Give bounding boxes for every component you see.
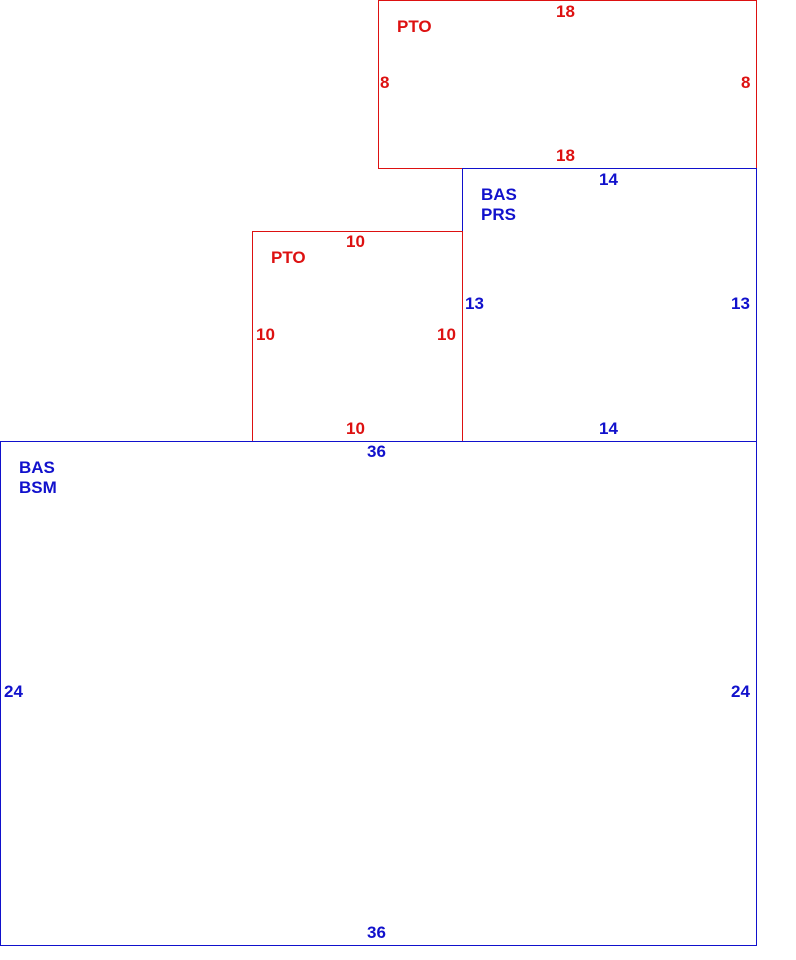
bas-bsm-bottom-dimension: 36 <box>367 923 386 942</box>
pto-upper-right-dimension: 8 <box>741 73 751 92</box>
pto-upper-outline <box>378 0 757 169</box>
bas-prs-bottom-dimension: 14 <box>599 419 618 438</box>
bas-prs-label-line-1: BAS <box>481 185 517 204</box>
bas-bsm-top-dimension: 36 <box>367 442 386 461</box>
bas-bsm-outline <box>0 441 757 946</box>
bas-bsm-left-dimension: 24 <box>4 682 23 701</box>
pto-middle-right-dimension: 10 <box>437 325 456 344</box>
pto-middle-bottom-dimension: 10 <box>346 419 365 438</box>
bas-bsm-label-line-1: BAS <box>19 458 55 477</box>
bas-prs-top-dimension: 14 <box>599 170 618 189</box>
pto-middle-left-dimension: 10 <box>256 325 275 344</box>
bas-prs-label-line-2: PRS <box>481 205 516 224</box>
bas-prs-left-dimension: 13 <box>465 294 484 313</box>
pto-upper-top-dimension: 18 <box>556 2 575 21</box>
bas-bsm-right-dimension: 24 <box>731 682 750 701</box>
pto-upper-bottom-dimension: 18 <box>556 146 575 165</box>
bas-prs-right-dimension: 13 <box>731 294 750 313</box>
pto-upper-left-dimension: 8 <box>380 73 390 92</box>
bas-bsm-label-line-2: BSM <box>19 478 57 497</box>
pto-middle-top-dimension: 10 <box>346 232 365 251</box>
pto-upper-label: PTO <box>397 17 432 36</box>
pto-middle-label: PTO <box>271 248 306 267</box>
